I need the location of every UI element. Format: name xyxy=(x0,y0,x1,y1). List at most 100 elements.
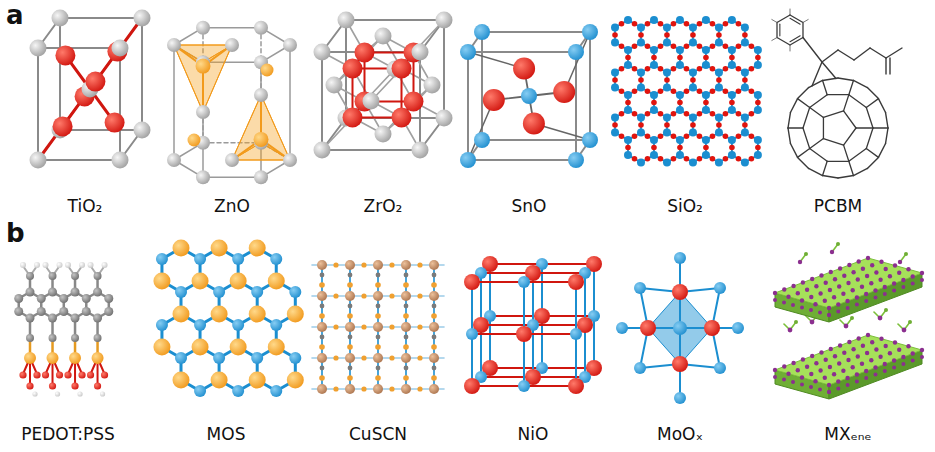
bond-line xyxy=(809,80,823,87)
atom-dot xyxy=(861,267,865,271)
atom-dot xyxy=(376,366,381,371)
atom-dot xyxy=(782,301,786,305)
orange-atom xyxy=(196,59,211,74)
dgrey-atom xyxy=(71,288,80,297)
red-atom xyxy=(672,284,688,300)
atom-dot xyxy=(703,145,709,151)
atom-dot xyxy=(741,69,749,77)
bond-line xyxy=(798,99,810,108)
atom-dot xyxy=(736,111,742,117)
atom-dot xyxy=(874,373,878,377)
blue-atom xyxy=(714,282,726,294)
dgrey-atom xyxy=(82,307,91,316)
blue-atom xyxy=(466,328,478,340)
bond-line xyxy=(482,31,590,33)
atom-dot xyxy=(697,156,703,162)
dgrey-atom xyxy=(14,294,23,303)
atom-dot xyxy=(348,273,353,278)
bond-line xyxy=(468,51,576,53)
atom-dot xyxy=(864,376,868,380)
atom-dot xyxy=(782,364,786,368)
bond-line xyxy=(798,149,810,158)
atom-dot xyxy=(676,16,684,24)
atom-dot xyxy=(805,288,809,292)
orange-atom xyxy=(249,240,266,257)
atom-dot xyxy=(827,390,831,394)
atom-dot xyxy=(375,313,381,319)
atom-dot xyxy=(754,91,762,99)
blue-atom xyxy=(194,319,206,331)
atom-dot xyxy=(723,88,729,94)
atom-dot xyxy=(893,263,897,267)
orange-atom xyxy=(211,306,228,323)
atom-dot xyxy=(749,43,755,49)
bond-line xyxy=(827,161,849,162)
blue-atom xyxy=(232,385,244,397)
orange-atom xyxy=(268,339,285,356)
atom-dot xyxy=(823,376,827,380)
atom-dot xyxy=(824,281,828,285)
atom-dot xyxy=(697,66,703,72)
atom-dot xyxy=(347,344,353,350)
slab-top xyxy=(775,258,922,308)
blue-atom xyxy=(251,352,263,364)
atom-dot xyxy=(873,365,877,369)
bond-line xyxy=(467,52,469,160)
tetrahedron-face xyxy=(232,95,261,160)
atom-dot xyxy=(637,129,645,137)
atom-dot xyxy=(716,32,722,38)
tetrahedron-face xyxy=(261,95,290,160)
atom-dot xyxy=(755,55,761,61)
atom-dot xyxy=(710,88,716,94)
red-atom xyxy=(56,371,63,378)
bond-line xyxy=(856,127,873,128)
atom-dot xyxy=(893,340,897,344)
blue-atom xyxy=(474,132,490,148)
bond-line xyxy=(867,157,878,168)
dgrey-atom xyxy=(48,314,57,323)
bond-line xyxy=(346,19,444,21)
dgrey-atom xyxy=(94,272,102,280)
atom-dot xyxy=(741,24,749,32)
atom-dot xyxy=(742,77,748,83)
material-label: CuSCN xyxy=(349,424,407,444)
bond-line xyxy=(798,88,809,99)
atom-dot xyxy=(637,84,645,92)
bond-line xyxy=(810,107,824,117)
bond-line xyxy=(443,20,445,118)
atom-dot xyxy=(796,368,800,372)
bond-line xyxy=(790,143,797,157)
atom-dot xyxy=(389,355,394,360)
atom-dot xyxy=(637,69,645,77)
brown-atom xyxy=(373,384,383,394)
dgrey-atom xyxy=(93,288,102,297)
atom-dot xyxy=(404,273,409,278)
bond-line xyxy=(803,20,808,23)
atom-dot xyxy=(809,308,813,312)
atom-dot xyxy=(866,333,870,337)
blue-atom xyxy=(175,352,187,364)
atom-dot xyxy=(676,106,684,114)
panel-letter: b xyxy=(6,218,25,249)
red-atom xyxy=(33,371,40,378)
blue-atom xyxy=(634,362,646,374)
atom-dot xyxy=(319,375,325,381)
atom-dot xyxy=(632,88,638,94)
dgrey-atom xyxy=(82,294,91,303)
atom-dot xyxy=(715,114,723,122)
orange-atom xyxy=(249,306,266,323)
atom-dot xyxy=(857,336,861,340)
red-atom xyxy=(640,320,656,336)
atom-dot xyxy=(319,344,325,350)
atom-dot xyxy=(702,151,710,159)
atom-dot xyxy=(742,32,748,38)
atom-dot xyxy=(842,351,846,355)
atom-dot xyxy=(715,24,723,32)
atom-dot xyxy=(663,129,671,137)
atom-dot xyxy=(749,88,755,94)
white-atom xyxy=(88,262,94,268)
atom-dot xyxy=(845,299,849,303)
slab-top xyxy=(775,335,922,385)
bond-line xyxy=(289,45,291,160)
atom-dot xyxy=(920,271,924,275)
